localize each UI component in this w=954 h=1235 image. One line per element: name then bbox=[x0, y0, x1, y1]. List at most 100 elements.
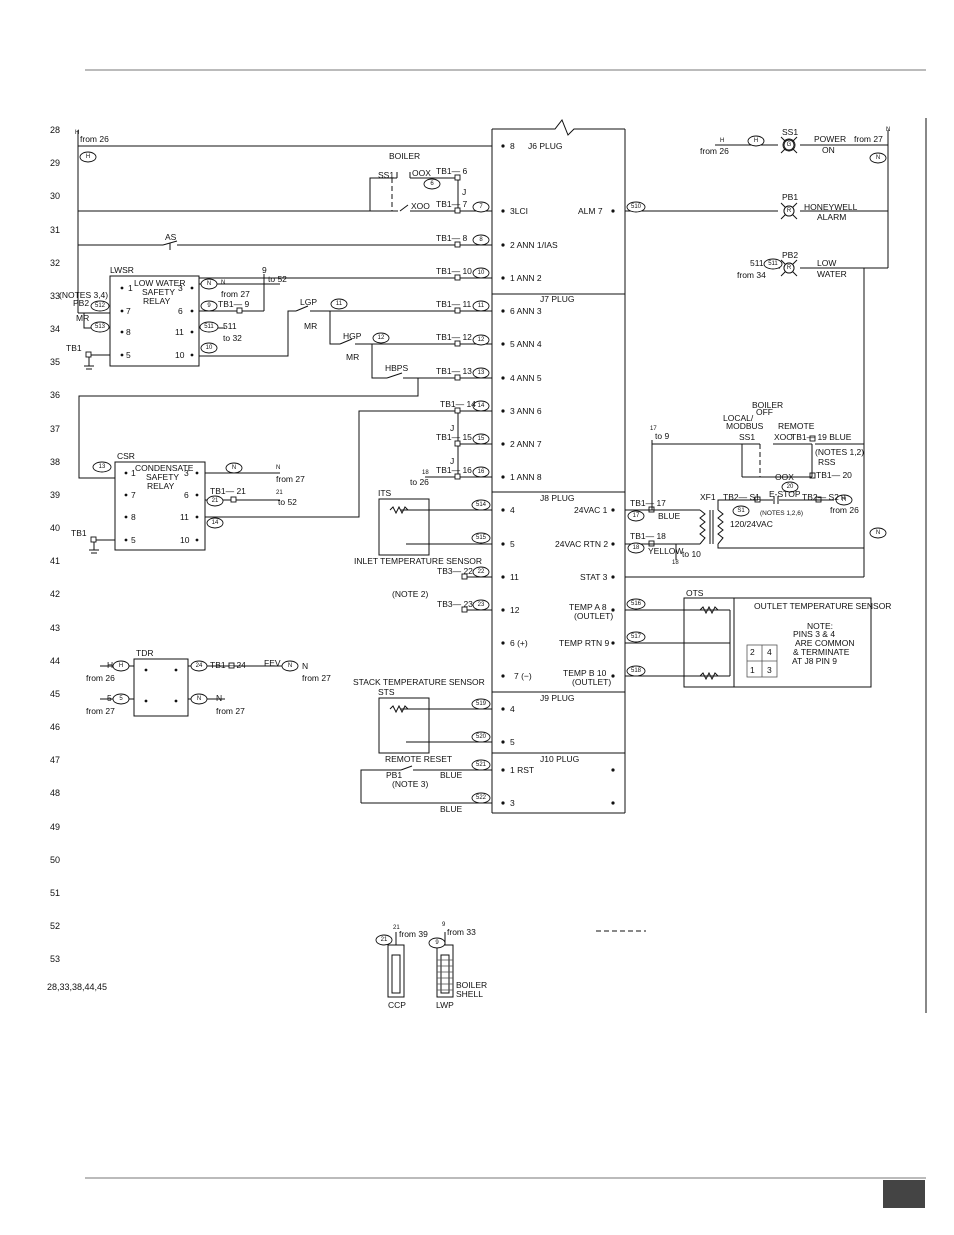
label: OTS bbox=[686, 588, 704, 598]
line-number: 49 bbox=[50, 822, 60, 832]
wire-bubble: N bbox=[876, 530, 880, 536]
plug-pin: 24VAC RTN 2 bbox=[555, 539, 608, 549]
controller-block bbox=[491, 119, 626, 814]
ground-icon bbox=[84, 357, 99, 554]
label: J bbox=[450, 423, 454, 433]
label: from 27 bbox=[86, 706, 115, 716]
plug-pin: 1 RST bbox=[510, 765, 534, 775]
line-number: 35 bbox=[50, 357, 60, 367]
line-number: 32 bbox=[50, 258, 60, 268]
label: 5 bbox=[107, 693, 112, 703]
right-wiring bbox=[625, 130, 889, 578]
label: SAFETY bbox=[142, 287, 175, 297]
label: H bbox=[107, 660, 113, 670]
label: BLUE bbox=[440, 804, 463, 814]
label: XF1 bbox=[700, 492, 716, 502]
label: H bbox=[75, 130, 79, 136]
lamp-letter: R bbox=[787, 208, 792, 214]
label: XOO bbox=[411, 201, 430, 211]
wire-bubble: 20 bbox=[787, 484, 794, 490]
label: to 52 bbox=[278, 497, 297, 507]
label: TB1— 6 bbox=[436, 166, 467, 176]
label: N bbox=[216, 693, 222, 703]
label: (NOTE 2) bbox=[392, 589, 429, 599]
wire-bubble: 13 bbox=[478, 370, 485, 376]
wire-bubble: H bbox=[119, 663, 123, 669]
label: LOW bbox=[817, 258, 836, 268]
label: 511 bbox=[750, 258, 764, 268]
label: TB1— 15 bbox=[436, 432, 472, 442]
line-number: 50 bbox=[50, 855, 60, 865]
wire-bubble: 5 bbox=[119, 696, 123, 702]
label: RSS bbox=[818, 457, 836, 467]
plug-pin: 3 ANN 6 bbox=[510, 406, 542, 416]
label: REMOTE RESET bbox=[385, 754, 452, 764]
label: from 26 bbox=[86, 673, 115, 683]
plug-pin: 11 bbox=[510, 572, 519, 582]
sts-sensor-box bbox=[378, 697, 430, 754]
label: N bbox=[221, 280, 225, 286]
line-number: 45 bbox=[50, 689, 60, 699]
label: J bbox=[450, 456, 454, 466]
label: CONDENSATE bbox=[135, 463, 194, 473]
wire-bubble: H bbox=[754, 138, 758, 144]
wire-bubble: N bbox=[197, 696, 201, 702]
line-number: 41 bbox=[50, 556, 60, 566]
label: from 27 bbox=[854, 134, 883, 144]
ots-wiring bbox=[625, 609, 731, 677]
line-number: 43 bbox=[50, 623, 60, 633]
wire-bubble: 510 bbox=[631, 204, 642, 210]
j8-plug-label: J8 PLUG bbox=[540, 493, 575, 503]
label: from 39 bbox=[399, 929, 428, 939]
label: TB3— 23 bbox=[437, 599, 473, 609]
line-number: 33 bbox=[50, 291, 60, 301]
relay-pin: 10 bbox=[180, 535, 190, 545]
schematic-labels: H from 26 BOILER SS1 OOX XOO TB1— 6 TB1—… bbox=[59, 127, 891, 1010]
label: TB1— 19 BLUE bbox=[791, 432, 852, 442]
lwsr-relay-box bbox=[109, 275, 200, 367]
tdr-relay-box bbox=[133, 658, 189, 717]
label: 4 bbox=[767, 647, 772, 657]
label: HGP bbox=[343, 331, 362, 341]
relay-pin: 1 bbox=[128, 283, 133, 293]
label: STS bbox=[378, 687, 395, 697]
j9-plug-label: J9 PLUG bbox=[540, 693, 575, 703]
label: SS1 bbox=[782, 127, 798, 137]
label: BLUE bbox=[658, 511, 681, 521]
label: N bbox=[886, 127, 890, 133]
relay-pin-dots bbox=[120, 286, 199, 703]
csr-relay-box bbox=[114, 461, 206, 551]
label: PB2 bbox=[73, 298, 89, 308]
line-number: 42 bbox=[50, 589, 60, 599]
label: to 9 bbox=[655, 431, 669, 441]
label: from 27 bbox=[276, 474, 305, 484]
relay-pin: 5 bbox=[131, 535, 136, 545]
label: LWSR bbox=[110, 265, 134, 275]
label: to 10 bbox=[682, 549, 701, 559]
wire-bubble: 11 bbox=[336, 301, 343, 307]
line-number: 30 bbox=[50, 191, 60, 201]
wire-bubble: 511 bbox=[768, 261, 778, 267]
relay-pin: 6 bbox=[184, 490, 189, 500]
label: TB3— 22 bbox=[437, 566, 473, 576]
label: PB1 bbox=[386, 770, 402, 780]
label: to 26 bbox=[410, 477, 429, 487]
label: ON bbox=[822, 145, 835, 155]
label: from 26 bbox=[80, 134, 109, 144]
label: from 34 bbox=[737, 270, 766, 280]
wire-bubble: 15 bbox=[478, 436, 485, 442]
label: POWER bbox=[814, 134, 846, 144]
line-number: 39 bbox=[50, 490, 60, 500]
label: TB2— S1 bbox=[723, 492, 760, 502]
label: RELAY bbox=[147, 481, 175, 491]
wire-bubble: 17 bbox=[633, 513, 640, 519]
wire-bubble: 516 bbox=[631, 601, 642, 607]
label: LGP bbox=[300, 297, 317, 307]
wire-bubble: 511 bbox=[204, 324, 214, 330]
label: OFF bbox=[756, 407, 773, 417]
label: TB1— 11 bbox=[436, 299, 472, 309]
relay-pin: 7 bbox=[126, 306, 131, 316]
label: from 26 bbox=[700, 146, 729, 156]
plug-pin: 6 ANN 3 bbox=[510, 306, 542, 316]
label: SS1 bbox=[739, 432, 755, 442]
